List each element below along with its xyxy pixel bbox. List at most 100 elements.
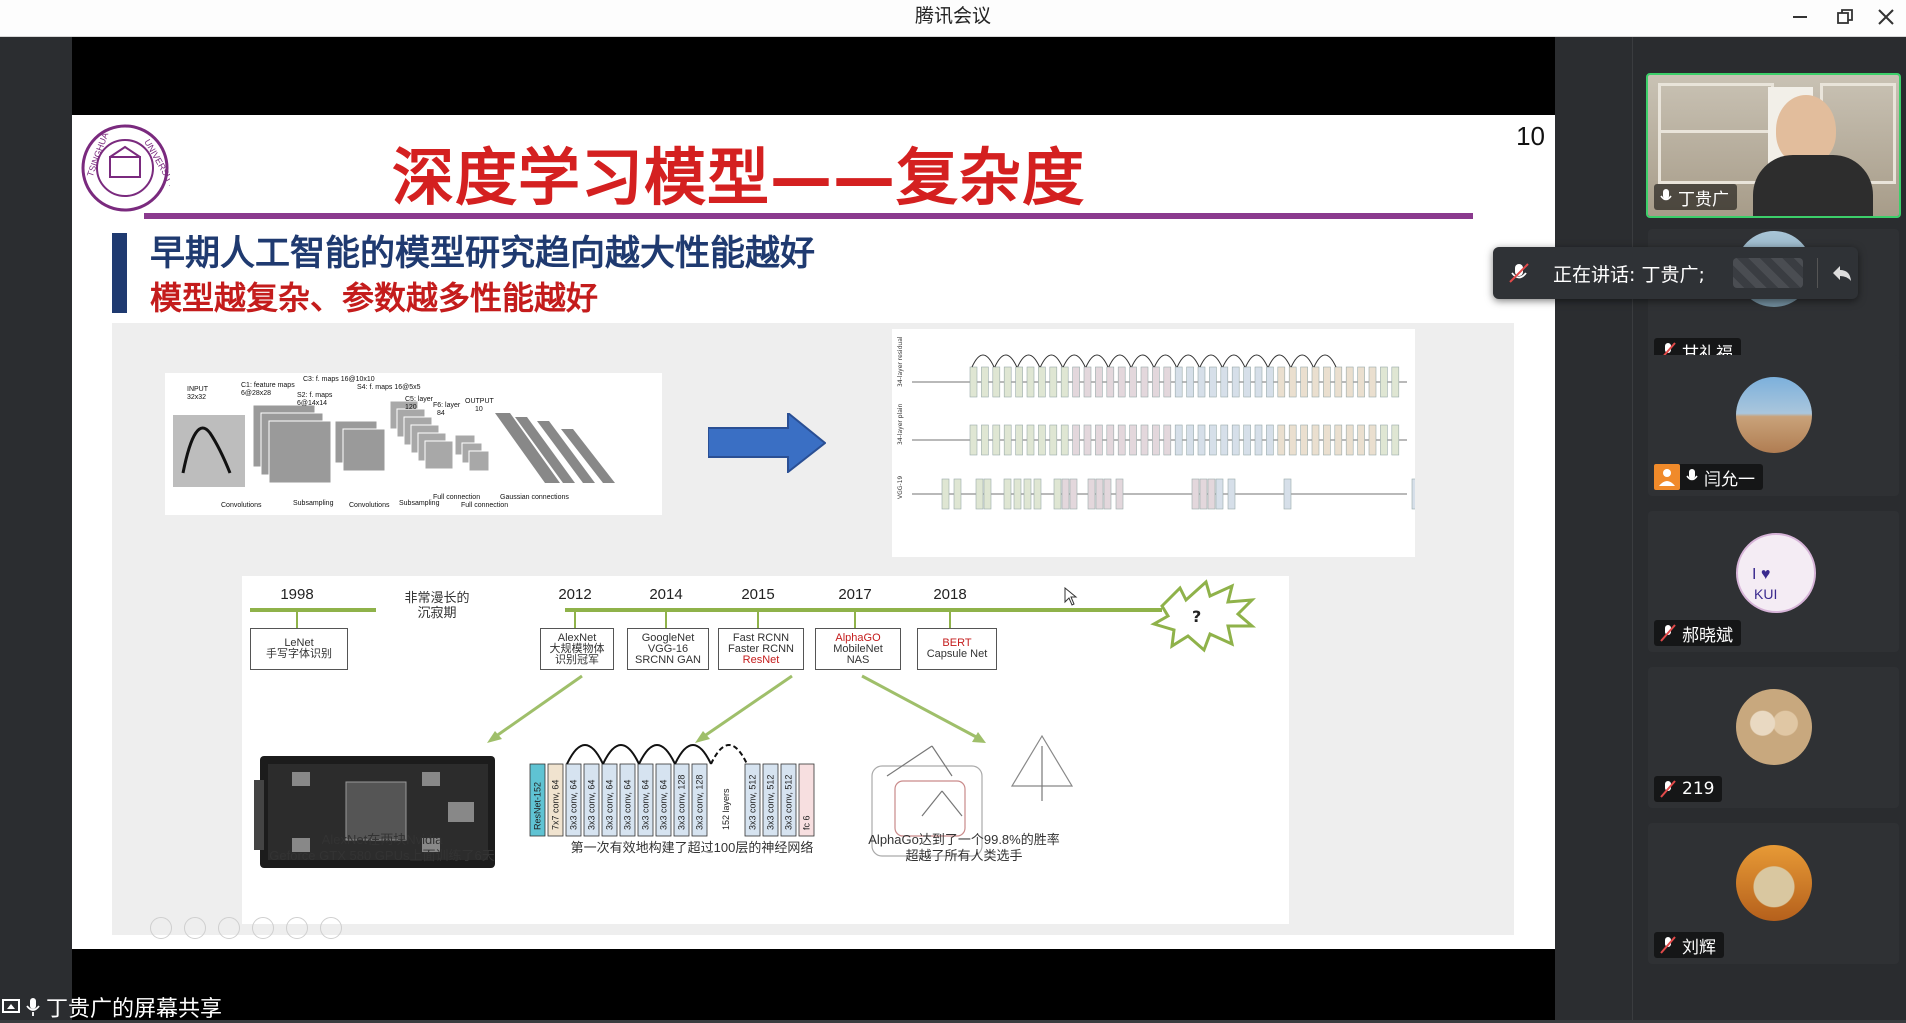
mouse-cursor-icon (1064, 587, 1078, 606)
participant-tile[interactable]: 闫允一 (1648, 355, 1899, 496)
layer-block (1115, 478, 1124, 510)
layer-block (1411, 478, 1420, 510)
layer-block (1049, 366, 1058, 398)
resnet-skip-arc (710, 744, 748, 765)
resnet-block-label: 3x3 conv, 64 (569, 780, 579, 830)
alphago-search-tree (871, 734, 1074, 857)
layer-block (1243, 366, 1251, 398)
slide-subtitle-secondary: 模型越复杂、参数越多性能越好 (150, 279, 599, 317)
resnet-skip-arc (638, 744, 676, 765)
milestone-highlight: BERT (942, 637, 972, 649)
microphone-icon (1660, 189, 1672, 201)
layer-block (1038, 424, 1046, 456)
skip-connection (1313, 354, 1337, 368)
microphone-icon (1686, 469, 1698, 481)
minimize-icon (1793, 16, 1807, 18)
restore-button[interactable] (1825, 2, 1865, 32)
timeline-caption-alexnet: AlexNet在两块Nvidia Geforce GTX 580 GPUs上面训… (269, 832, 495, 863)
layer-block (1288, 424, 1297, 456)
more-options-icon[interactable] (320, 917, 342, 939)
slide-subtitle-primary: 早期人工智能的模型研究趋向越大性能越好 (150, 234, 816, 274)
zoom-icon[interactable] (286, 917, 308, 939)
avatar (1736, 377, 1812, 453)
milestone-line: MobileNet (833, 642, 883, 655)
layer-block (983, 478, 992, 510)
layer-block (1391, 424, 1400, 456)
resnet-block-label: 7x7 conv, 64 (551, 780, 561, 830)
layer-block (1038, 366, 1046, 398)
timeline-year-label: 2012 (558, 586, 592, 603)
timeline-connector (296, 610, 298, 628)
minimize-button[interactable] (1780, 2, 1820, 32)
skip-connection (1199, 354, 1223, 368)
layer-block (1209, 424, 1217, 456)
layer-block (953, 478, 962, 510)
layer-block (1140, 424, 1149, 456)
layer-block (1117, 366, 1126, 398)
layer-block (1140, 366, 1149, 398)
skip-connection (1039, 354, 1063, 368)
network-row-label: VGG-19 (897, 476, 904, 499)
resnet-block-label: 3x3 conv, 64 (587, 780, 597, 830)
svg-text:Convolutions: Convolutions (349, 502, 390, 509)
close-button[interactable] (1866, 2, 1906, 32)
layer-block (969, 366, 978, 398)
layer-block (1191, 478, 1200, 510)
layer-block (1199, 478, 1208, 510)
participant-tile-active-speaker[interactable]: 丁贵广 (1646, 73, 1901, 218)
microphone-muted-icon (1660, 624, 1676, 642)
slides-grid-icon[interactable] (252, 917, 274, 939)
timeline-year-label: 1998 (280, 586, 314, 603)
skip-connection (1245, 354, 1269, 368)
layer-block (1023, 478, 1032, 510)
restore-icon (1837, 9, 1853, 24)
participant-name: 郝晓斌 (1682, 625, 1733, 646)
microphone-muted-icon (1509, 263, 1529, 283)
svg-text:Convolutions: Convolutions (221, 502, 262, 509)
layer-block (1174, 366, 1183, 398)
resnet-skip-arc (566, 744, 604, 765)
resnet-block-label: ResNet-152 (533, 782, 543, 830)
timeline-caption-resnet: 第一次有效地构建了超过100层的神经网络 (570, 840, 814, 855)
milestone-line: GoogleNet (641, 631, 695, 644)
skip-connection (1267, 354, 1291, 368)
participant-tile[interactable]: 刘辉 (1648, 823, 1899, 964)
avatar (1736, 845, 1812, 921)
reply-icon[interactable] (1830, 261, 1854, 285)
next-slide-icon[interactable] (184, 917, 206, 939)
svg-text:C5: layer: C5: layer (405, 396, 434, 403)
layer-block (1152, 424, 1160, 456)
layer-block (1152, 366, 1160, 398)
layer-block (1013, 478, 1022, 510)
prev-slide-icon[interactable] (150, 917, 172, 939)
svg-text:S2: f. maps: S2: f. maps (297, 392, 333, 399)
participant-tile[interactable]: 219 (1648, 667, 1899, 808)
layer-block (1060, 424, 1069, 456)
window-title: 腾讯会议 (914, 5, 991, 27)
layer-block (1095, 366, 1103, 398)
svg-text:KUI: KUI (1754, 586, 1777, 602)
participant-tile[interactable]: I ♥ KUI 郝晓斌 (1648, 511, 1899, 652)
layer-block (1026, 366, 1035, 398)
svg-text:I ♥: I ♥ (1752, 566, 1770, 583)
layer-block (1209, 366, 1217, 398)
svg-text:S4: f. maps 16@5x5: S4: f. maps 16@5x5 (357, 384, 421, 391)
speaker-avatars (1732, 258, 1803, 288)
skip-connection (1062, 354, 1086, 368)
layer-block (1231, 424, 1240, 456)
pen-icon[interactable] (218, 917, 240, 939)
layer-block (1357, 366, 1365, 398)
layer-block (992, 366, 1001, 398)
resnet-block (529, 763, 546, 837)
deep-learning-timeline: ? (242, 576, 1289, 924)
resnet-block (744, 763, 761, 837)
layer-block (981, 366, 989, 398)
avatar (1736, 689, 1812, 765)
skip-connection (1222, 354, 1246, 368)
screen-share-owner-label: 丁贵广的屏幕共享 (46, 996, 223, 1022)
layer-block (1368, 424, 1377, 456)
